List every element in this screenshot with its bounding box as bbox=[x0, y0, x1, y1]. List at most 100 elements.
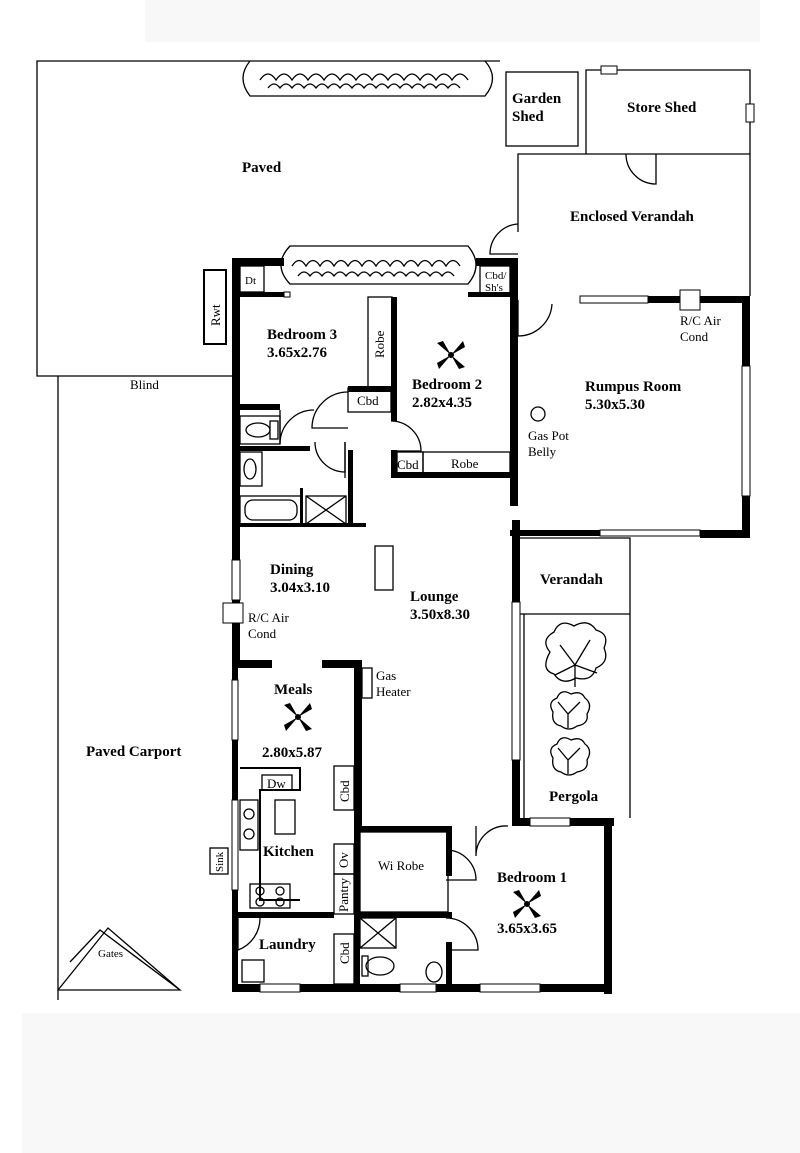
window-rumpus-north bbox=[579, 295, 649, 304]
wall-laundry-east bbox=[354, 826, 360, 986]
wall-bath-west bbox=[300, 488, 303, 524]
wc-toilet bbox=[245, 422, 271, 438]
label-bedroom3-name: Bedroom 3 bbox=[267, 327, 337, 343]
cooktop bbox=[249, 883, 291, 909]
pergola-tree-2 bbox=[550, 691, 591, 730]
window-rumpus-east bbox=[741, 365, 751, 497]
label-lounge-size: 3.50x8.30 bbox=[410, 607, 470, 623]
kitchen-island bbox=[274, 799, 296, 835]
rainwater-tank bbox=[203, 269, 227, 345]
wall-rumpus-south-b bbox=[510, 530, 600, 536]
garden-shed bbox=[505, 71, 579, 147]
gas-pot-belly bbox=[530, 406, 546, 422]
rc-air-unit-rumpus bbox=[679, 289, 701, 311]
cbd-shs-box bbox=[479, 265, 511, 295]
wall-dining-meals-right bbox=[322, 660, 362, 668]
wc-cistern bbox=[269, 420, 279, 440]
basin bbox=[243, 458, 257, 480]
door-bath bbox=[314, 441, 346, 473]
label-garden-shed-2: Shed bbox=[512, 109, 544, 125]
label-store-shed: Store Shed bbox=[627, 100, 697, 116]
wall-bed2-south bbox=[391, 472, 518, 478]
label-meals-name: Meals bbox=[274, 682, 312, 698]
wall-bath-south bbox=[240, 523, 366, 527]
fan-icon-bedroom2 bbox=[437, 341, 465, 369]
label-bedroom1-size: 3.65x3.65 bbox=[497, 921, 557, 937]
label-dining-size: 3.04x3.10 bbox=[270, 580, 330, 596]
burner-4 bbox=[275, 897, 285, 907]
door-bed3 bbox=[279, 409, 315, 445]
wall-bed3-south bbox=[240, 404, 280, 410]
sink-box bbox=[209, 847, 229, 875]
label-rwt: Rwt bbox=[208, 304, 223, 326]
verandah-door-arc bbox=[489, 223, 519, 255]
label-paved: Paved bbox=[242, 160, 282, 176]
wall-kitchen-laundry bbox=[238, 912, 334, 918]
store-shed-vent-right bbox=[745, 103, 755, 123]
bottom-shade bbox=[22, 1013, 800, 1153]
window-bed3 bbox=[283, 291, 291, 298]
cbd-laundry bbox=[333, 933, 355, 985]
label-cbd-kitchen: Cbd bbox=[337, 780, 352, 802]
label-verandah: Verandah bbox=[540, 572, 603, 588]
wall-bed1-east bbox=[604, 818, 612, 994]
lounge-rug bbox=[374, 545, 394, 591]
label-gas-pot-1: Gas Pot bbox=[528, 428, 569, 443]
label-gas-heater-1: Gas bbox=[376, 668, 396, 683]
label-bedroom2-name: Bedroom 2 bbox=[412, 377, 482, 393]
door-laundry bbox=[237, 916, 261, 951]
label-dining-name: Dining bbox=[270, 562, 314, 578]
wall-ensuite-east bbox=[446, 942, 452, 986]
dishwasher bbox=[261, 774, 293, 791]
label-rc-air-1a: R/C Air bbox=[680, 313, 721, 328]
sink-bowl-1 bbox=[243, 808, 255, 820]
pantry bbox=[333, 873, 355, 915]
wall-west-upper bbox=[232, 258, 240, 668]
shrubs-mid bbox=[291, 259, 461, 278]
label-cbd-shs-2: Sh's bbox=[485, 282, 503, 294]
pergola-tree-3 bbox=[550, 737, 591, 776]
label-rumpus-name: Rumpus Room bbox=[585, 379, 682, 395]
ensuite-cistern bbox=[361, 955, 369, 977]
robe-bed2 bbox=[422, 451, 511, 475]
label-wi-robe: Wi Robe bbox=[378, 858, 424, 873]
burner-3 bbox=[255, 897, 265, 907]
store-shed-door bbox=[625, 153, 657, 185]
door-ensuite bbox=[445, 917, 479, 951]
wall-rumpus-east-b bbox=[742, 496, 750, 538]
wall-bath-east bbox=[348, 450, 353, 526]
sink-bowl-2 bbox=[243, 828, 255, 840]
label-enclosed-verandah: Enclosed Verandah bbox=[570, 209, 694, 225]
label-pantry: Pantry bbox=[336, 878, 351, 912]
enclosed-verandah bbox=[517, 153, 751, 296]
window-laundry bbox=[259, 983, 301, 993]
wall-rumpus-south bbox=[700, 530, 750, 538]
door-wirobe bbox=[445, 849, 477, 881]
fan-icon-bedroom1 bbox=[513, 890, 541, 918]
wall-wirobe-north bbox=[360, 826, 450, 832]
wall-shs-east bbox=[510, 258, 518, 506]
gas-heater bbox=[361, 667, 373, 699]
label-bedroom1-name: Bedroom 1 bbox=[497, 870, 567, 886]
gates bbox=[57, 927, 181, 991]
rc-air-unit-dining bbox=[222, 602, 244, 624]
label-meals-size: 2.80x5.87 bbox=[262, 745, 323, 761]
label-bedroom3-size: 3.65x2.76 bbox=[267, 345, 328, 361]
label-robe-vertical: Robe bbox=[372, 330, 387, 358]
wall-bed2-west bbox=[391, 450, 397, 478]
fan-icon-meals bbox=[284, 703, 312, 731]
label-robe-bed2: Robe bbox=[451, 456, 479, 471]
garden-bed-top bbox=[242, 60, 494, 97]
wall-north-bed3b bbox=[240, 292, 290, 297]
wall-ensuite-north bbox=[360, 912, 452, 918]
wall-lounge-east-b bbox=[512, 760, 520, 826]
window-meals bbox=[231, 679, 239, 741]
store-shed-vent-top bbox=[600, 65, 618, 75]
door-bed3-b bbox=[311, 391, 349, 429]
label-laundry: Laundry bbox=[259, 937, 316, 953]
paved-boundary bbox=[36, 60, 500, 377]
burner-1 bbox=[255, 886, 265, 896]
wall-dining-meals-left bbox=[238, 660, 272, 668]
wall-north-shs bbox=[476, 258, 518, 266]
